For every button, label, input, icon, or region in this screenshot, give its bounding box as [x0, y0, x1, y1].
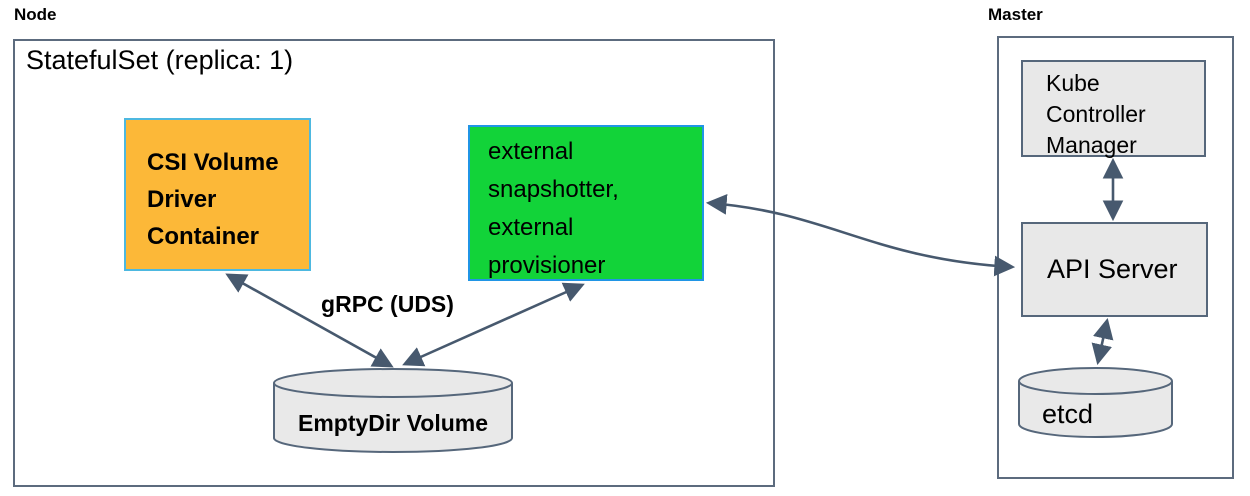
kcm-box-line-1: Kube [1046, 70, 1100, 96]
csi-box-line-1: CSI Volume [147, 149, 279, 176]
kube-controller-manager-box: Kube Controller Manager [1021, 60, 1206, 158]
kcm-box-line-2: Controller [1046, 101, 1146, 127]
sidecar-box-line-4: provisioner [488, 252, 606, 279]
grpc-uds-label: gRPC (UDS) [321, 291, 454, 317]
sidecar-box-line-3: external [488, 214, 574, 241]
emptydir-volume-label: EmptyDir Volume [298, 410, 488, 436]
csi-box-line-2: Driver [147, 186, 217, 213]
api-server-label: API Server [1047, 254, 1178, 284]
sidecar-box-line-2: snapshotter, [488, 176, 619, 203]
sidecar-box-line-1: external [488, 138, 574, 165]
statefulset-label: StatefulSet (replica: 1) [26, 45, 294, 75]
master-label: Master [988, 5, 1043, 24]
node-label: Node [14, 5, 57, 24]
etcd-label: etcd [1042, 399, 1094, 429]
api-server-box: API Server [1021, 222, 1208, 317]
csi-volume-driver-container-box: CSI Volume Driver Container [124, 118, 311, 271]
kcm-box-line-3: Manager [1046, 132, 1137, 158]
external-snapshotter-provisioner-box: external snapshotter, external provision… [468, 125, 704, 281]
csi-box-line-3: Container [147, 223, 260, 250]
